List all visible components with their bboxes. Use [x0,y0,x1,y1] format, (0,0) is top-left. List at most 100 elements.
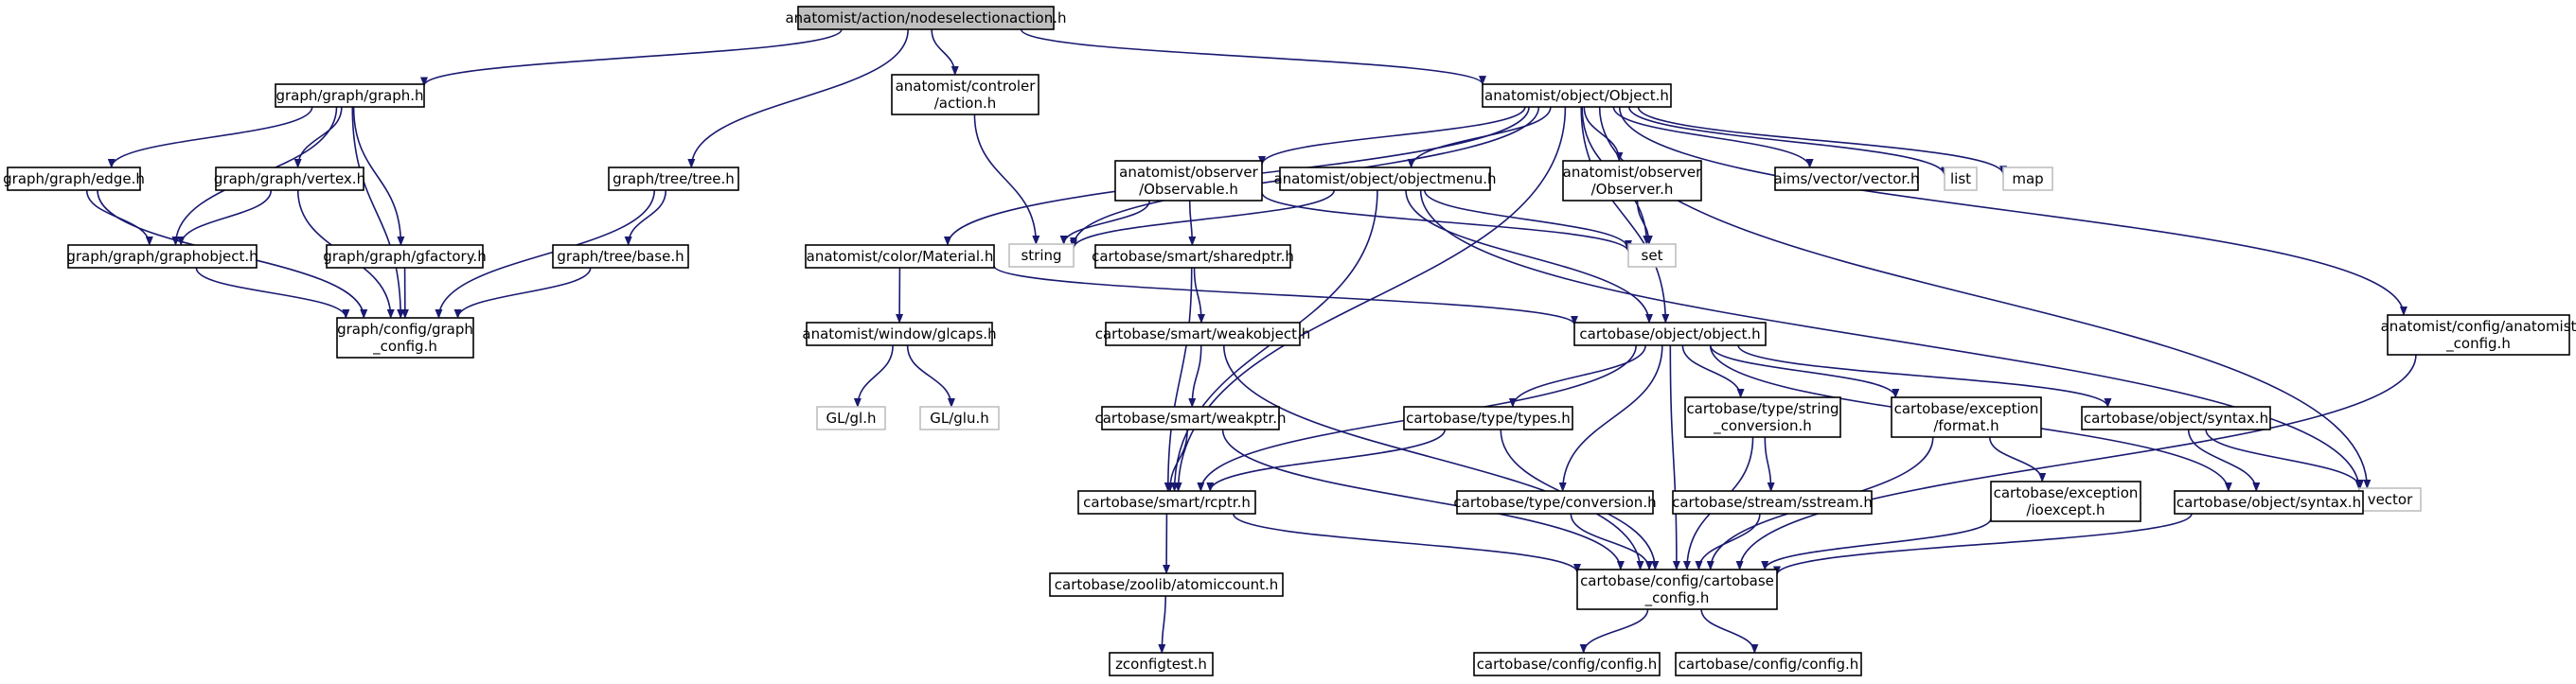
edge-objectmenu_h-to-string [1070,189,1336,250]
edge-cb_object_h-to-syntax_h_a [1737,344,2112,408]
node-map[interactable]: map [2002,167,2053,191]
node-glcaps-h[interactable]: anatomist/window/glcaps.h [802,322,997,346]
node-object-h[interactable]: anatomist/object/Object.h [1482,83,1672,108]
node-gl-h[interactable]: GL/gl.h [816,406,886,430]
node-label: /ioexcept.h [2026,501,2105,518]
node-box [1562,160,1702,202]
node-edge-h[interactable]: graph/graph/edge.h [3,167,145,191]
edge-tree_h-to-tree_base_h [624,189,667,246]
node-material-h[interactable]: anatomist/color/Material.h [805,244,995,269]
node-config-h-b[interactable]: cartobase/config/config.h [1675,652,1862,676]
node-vertex-h[interactable]: graph/graph/vertex.h [214,167,365,191]
node-string-conversion-h[interactable]: cartobase/type/string_conversion.h [1684,396,1841,438]
edge-path [1579,608,1649,654]
edge-material_h-to-cb_object_h [993,265,1578,325]
node-controler-action[interactable]: anatomist/controler/action.h [891,74,1039,115]
node-ioexcept-h[interactable]: cartobase/exception/ioexcept.h [1990,481,2141,522]
edge-path [1580,106,1670,324]
edge-syntax_h_b-to-cartobase_config_h [1773,513,2193,576]
edge-path [1636,200,1653,245]
node-label: cartobase/smart/weakptr.h [1094,410,1286,427]
node-graphobject-h[interactable]: graph/graph/graphobject.h [66,244,258,269]
node-gfactory-h[interactable]: graph/graph/gfactory.h [323,244,487,269]
node-weakptr-h[interactable]: cartobase/smart/weakptr.h [1094,406,1287,430]
node-observer-h[interactable]: anatomist/observer/Observer.h [1562,160,1702,202]
node-cb-object-h[interactable]: cartobase/object/object.h [1573,322,1767,346]
node-sharedptr-h[interactable]: cartobase/smart/sharedptr.h [1092,244,1294,269]
edge-path [1059,200,1150,245]
edge-path [352,106,405,246]
node-label: GL/gl.h [826,410,877,427]
node-atomiccount-h[interactable]: cartobase/zoolib/atomiccount.h [1049,572,1284,597]
edge-path [853,344,894,408]
edge-sharedptr_h-to-weakobject_h [1193,267,1205,324]
node-box [1675,652,1862,676]
node-list[interactable]: list [1944,167,1978,191]
node-label: cartobase/smart/rcptr.h [1083,494,1251,511]
edge-path [1508,344,1646,408]
node-label: _config.h [372,338,437,356]
edge-weakobject_h-to-weakptr_h [1188,344,1202,408]
node-vector[interactable]: vector [2358,487,2422,512]
node-aims-vector-h[interactable]: aims/vector/vector.h [1774,167,1920,191]
node-label: GL/glu.h [930,410,989,427]
edge-observable_h-to-set [1261,192,1632,253]
node-set[interactable]: set [1627,243,1677,268]
node-sstream-h[interactable]: cartobase/stream/sstream.h [1672,490,1873,515]
node-weakobject-h[interactable]: cartobase/smart/weakobject.h [1095,322,1311,346]
node-conversion-h[interactable]: cartobase/type/conversion.h [1453,490,1657,515]
edge-object_h-to-observable_h [1258,106,1526,166]
node-anatomist-config-h[interactable]: anatomist/config/anatomist_config.h [2381,314,2576,356]
node-glu-h[interactable]: GL/glu.h [919,406,1000,430]
edge-path [1070,189,1336,250]
edge-path [1737,344,2112,408]
node-label: /Observer.h [1591,181,1674,198]
node-label: /action.h [934,95,997,112]
node-types-h[interactable]: cartobase/type/types.h [1403,406,1573,430]
node-syntax-h-b[interactable]: cartobase/object/syntax.h [2174,490,2364,515]
edge-path [1193,267,1205,324]
edge-anatomist_config_h-to-cartobase_config_h [1735,354,2417,570]
node-graph-config-h[interactable]: graph/config/graph_config.h [336,317,474,359]
node-label: anatomist/window/glcaps.h [802,325,996,342]
edge-path [973,114,1040,245]
node-box [1684,396,1841,438]
node-label: map [2012,170,2043,187]
edge-path [993,265,1578,325]
node-box [1944,167,1978,191]
node-cartobase-config-h[interactable]: cartobase/config/cartobase_config.h [1576,569,1778,610]
node-label: anatomist/config/anatomist [2381,318,2576,335]
node-label: /format.h [1933,417,1999,434]
node-syntax-h-a[interactable]: cartobase/object/syntax.h [2081,406,2271,430]
node-root[interactable]: anatomist/action/nodeselectionaction.h [785,6,1067,30]
node-graph-h[interactable]: graph/graph/graph.h [275,83,425,108]
node-label: cartobase/config/config.h [1477,656,1658,673]
node-label: cartobase/zoolib/atomiccount.h [1055,576,1278,593]
node-box [806,322,993,346]
node-string[interactable]: string [1008,243,1075,268]
node-config-h-a[interactable]: cartobase/config/config.h [1473,652,1661,676]
node-zconfigtest-h[interactable]: zconfigtest.h [1109,652,1214,676]
node-label: graph/graph/edge.h [3,170,145,187]
node-label: graph/tree/base.h [557,248,684,265]
edge-path [1165,429,1188,492]
edge-object_h-to-observer_h [1583,106,1624,162]
edge-sharedptr_h-to-rcptr_h [1164,267,1193,492]
node-objectmenu-h[interactable]: anatomist/object/objectmenu.h [1273,167,1497,191]
edge-path [1558,344,1663,492]
edge-path [687,28,909,168]
node-tree-h[interactable]: graph/tree/tree.h [608,167,739,191]
edge-path [435,189,656,319]
node-box [2002,167,2053,191]
node-exception-format-h[interactable]: cartobase/exception/format.h [1891,396,2042,438]
node-box [1109,652,1214,676]
edge-objectmenu_h-to-cb_object_h [1405,189,1653,324]
edge-root-to-controler_action [931,28,959,76]
node-box [919,406,1000,430]
edge-path [624,189,667,246]
node-label: anatomist/action/nodeselectionaction.h [785,9,1066,26]
node-tree-base-h[interactable]: graph/tree/base.h [552,244,689,269]
node-rcptr-h[interactable]: cartobase/smart/rcptr.h [1077,490,1256,515]
node-label: graph/graph/vertex.h [214,170,365,187]
node-observable-h[interactable]: anatomist/observer/Observable.h [1114,160,1263,202]
